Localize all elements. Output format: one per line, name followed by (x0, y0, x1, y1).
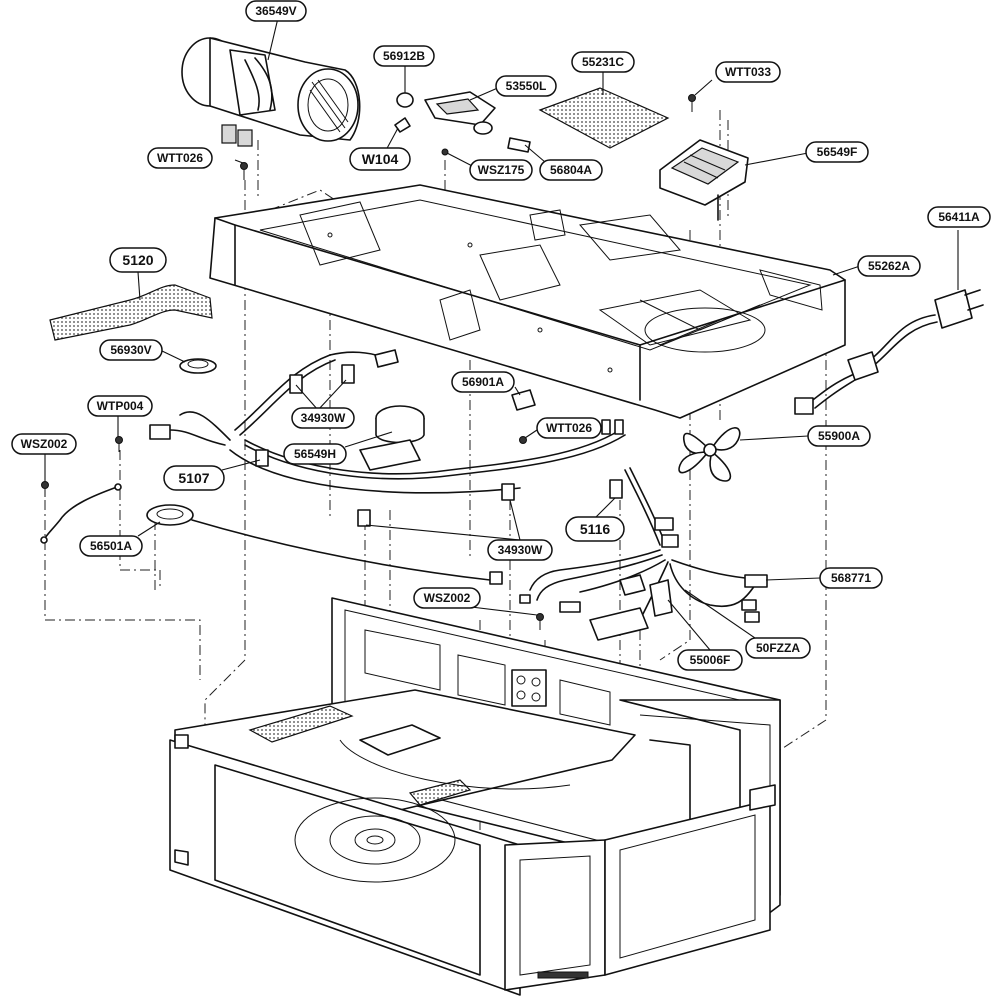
blower-motor-assembly (181, 37, 361, 147)
svg-text:56804A: 56804A (550, 163, 592, 177)
svg-text:34930W: 34930W (301, 411, 346, 425)
svg-text:36549V: 36549V (255, 4, 296, 18)
callout-5120: 5120 (109, 247, 167, 273)
callout-56912b: 56912B (373, 45, 435, 67)
svg-text:56501A: 56501A (90, 539, 132, 553)
callout-55006f: 55006F (677, 649, 743, 671)
connectors-lower (357, 479, 623, 527)
wire-harness-upper (149, 349, 626, 494)
wire-lower (191, 519, 503, 585)
callout-55900a: 55900A (807, 425, 871, 447)
svg-text:WTP004: WTP004 (97, 399, 144, 413)
callout-50fzza: 50FZZA (745, 637, 811, 659)
callout-55231c: 55231C (571, 51, 635, 73)
callout-34930w-top: 34930W (291, 407, 355, 429)
door-switch (511, 389, 536, 411)
screw-wtt026-top (240, 162, 248, 180)
callout-36549v: 36549V (245, 0, 307, 22)
svg-text:W104: W104 (362, 151, 399, 167)
svg-text:56912B: 56912B (383, 49, 425, 63)
callout-w104: W104 (349, 147, 411, 171)
svg-text:56411A: 56411A (938, 210, 980, 224)
callout-55262a: 55262A (857, 255, 921, 277)
screw-wsz002-mid (536, 613, 544, 630)
fan-motor (659, 139, 749, 221)
callout-5107: 5107 (163, 465, 225, 491)
svg-text:50FZZA: 50FZZA (756, 641, 800, 655)
ground-wire (40, 483, 122, 544)
screw-wsz002-left (41, 481, 49, 497)
svg-text:55231C: 55231C (582, 55, 624, 69)
callout-56411a: 56411A (927, 206, 991, 228)
callout-34930w-bot: 34930W (487, 539, 553, 561)
callout-568771: 568771 (819, 567, 883, 589)
callout-wtt033: WTT033 (715, 61, 781, 83)
turntable-motor (359, 405, 425, 471)
svg-text:WSZ175: WSZ175 (478, 163, 525, 177)
svg-text:WSZ002: WSZ002 (424, 591, 471, 605)
callout-wtt026-mid: WTT026 (536, 417, 602, 439)
svg-text:56901A: 56901A (462, 375, 504, 389)
callout-wtt026-top: WTT026 (147, 147, 213, 169)
wire-harness-main (519, 467, 768, 641)
callout-56804a: 56804A (539, 159, 603, 181)
fan-blade (678, 427, 741, 482)
callout-wsz002-left: WSZ002 (11, 433, 77, 455)
screw-wtt033 (688, 94, 696, 112)
svg-text:34930W: 34930W (498, 543, 543, 557)
callout-56549f: 56549F (805, 141, 869, 163)
svg-text:56549F: 56549F (817, 145, 858, 159)
svg-text:WTT033: WTT033 (725, 65, 771, 79)
svg-text:5120: 5120 (122, 252, 153, 268)
microwave-cabinet (169, 597, 781, 996)
svg-text:568771: 568771 (831, 571, 871, 585)
screw-wtp004 (115, 436, 123, 452)
callout-wsz002-mid: WSZ002 (413, 587, 481, 609)
door-switch-parts (394, 91, 531, 156)
callout-53550l: 53550L (495, 75, 557, 97)
svg-text:WSZ002: WSZ002 (21, 437, 68, 451)
svg-text:WTT026: WTT026 (546, 421, 592, 435)
svg-text:53550L: 53550L (506, 79, 547, 93)
callout-56549h: 56549H (283, 443, 347, 465)
callout-wsz175: WSZ175 (469, 159, 533, 181)
svg-text:WTT026: WTT026 (157, 151, 203, 165)
power-cord (794, 289, 984, 415)
gasket-strip (49, 284, 213, 341)
callout-56901a: 56901A (451, 371, 515, 393)
callout-56930v: 56930V (99, 339, 163, 361)
svg-text:55006F: 55006F (690, 653, 731, 667)
svg-text:56930V: 56930V (110, 343, 151, 357)
callout-5116: 5116 (565, 516, 625, 542)
svg-text:5116: 5116 (580, 521, 611, 537)
svg-text:56549H: 56549H (294, 447, 336, 461)
base-plate (209, 184, 846, 419)
thermal-fuse (146, 504, 194, 526)
screw-wtt026-mid (519, 436, 527, 444)
svg-text:55900A: 55900A (818, 429, 860, 443)
grease-filter (538, 87, 670, 149)
svg-text:55262A: 55262A (868, 259, 910, 273)
svg-text:5107: 5107 (178, 470, 209, 486)
callout-wtp004: WTP004 (87, 395, 153, 417)
callout-56501a: 56501A (79, 535, 143, 557)
thermostat (179, 358, 217, 374)
